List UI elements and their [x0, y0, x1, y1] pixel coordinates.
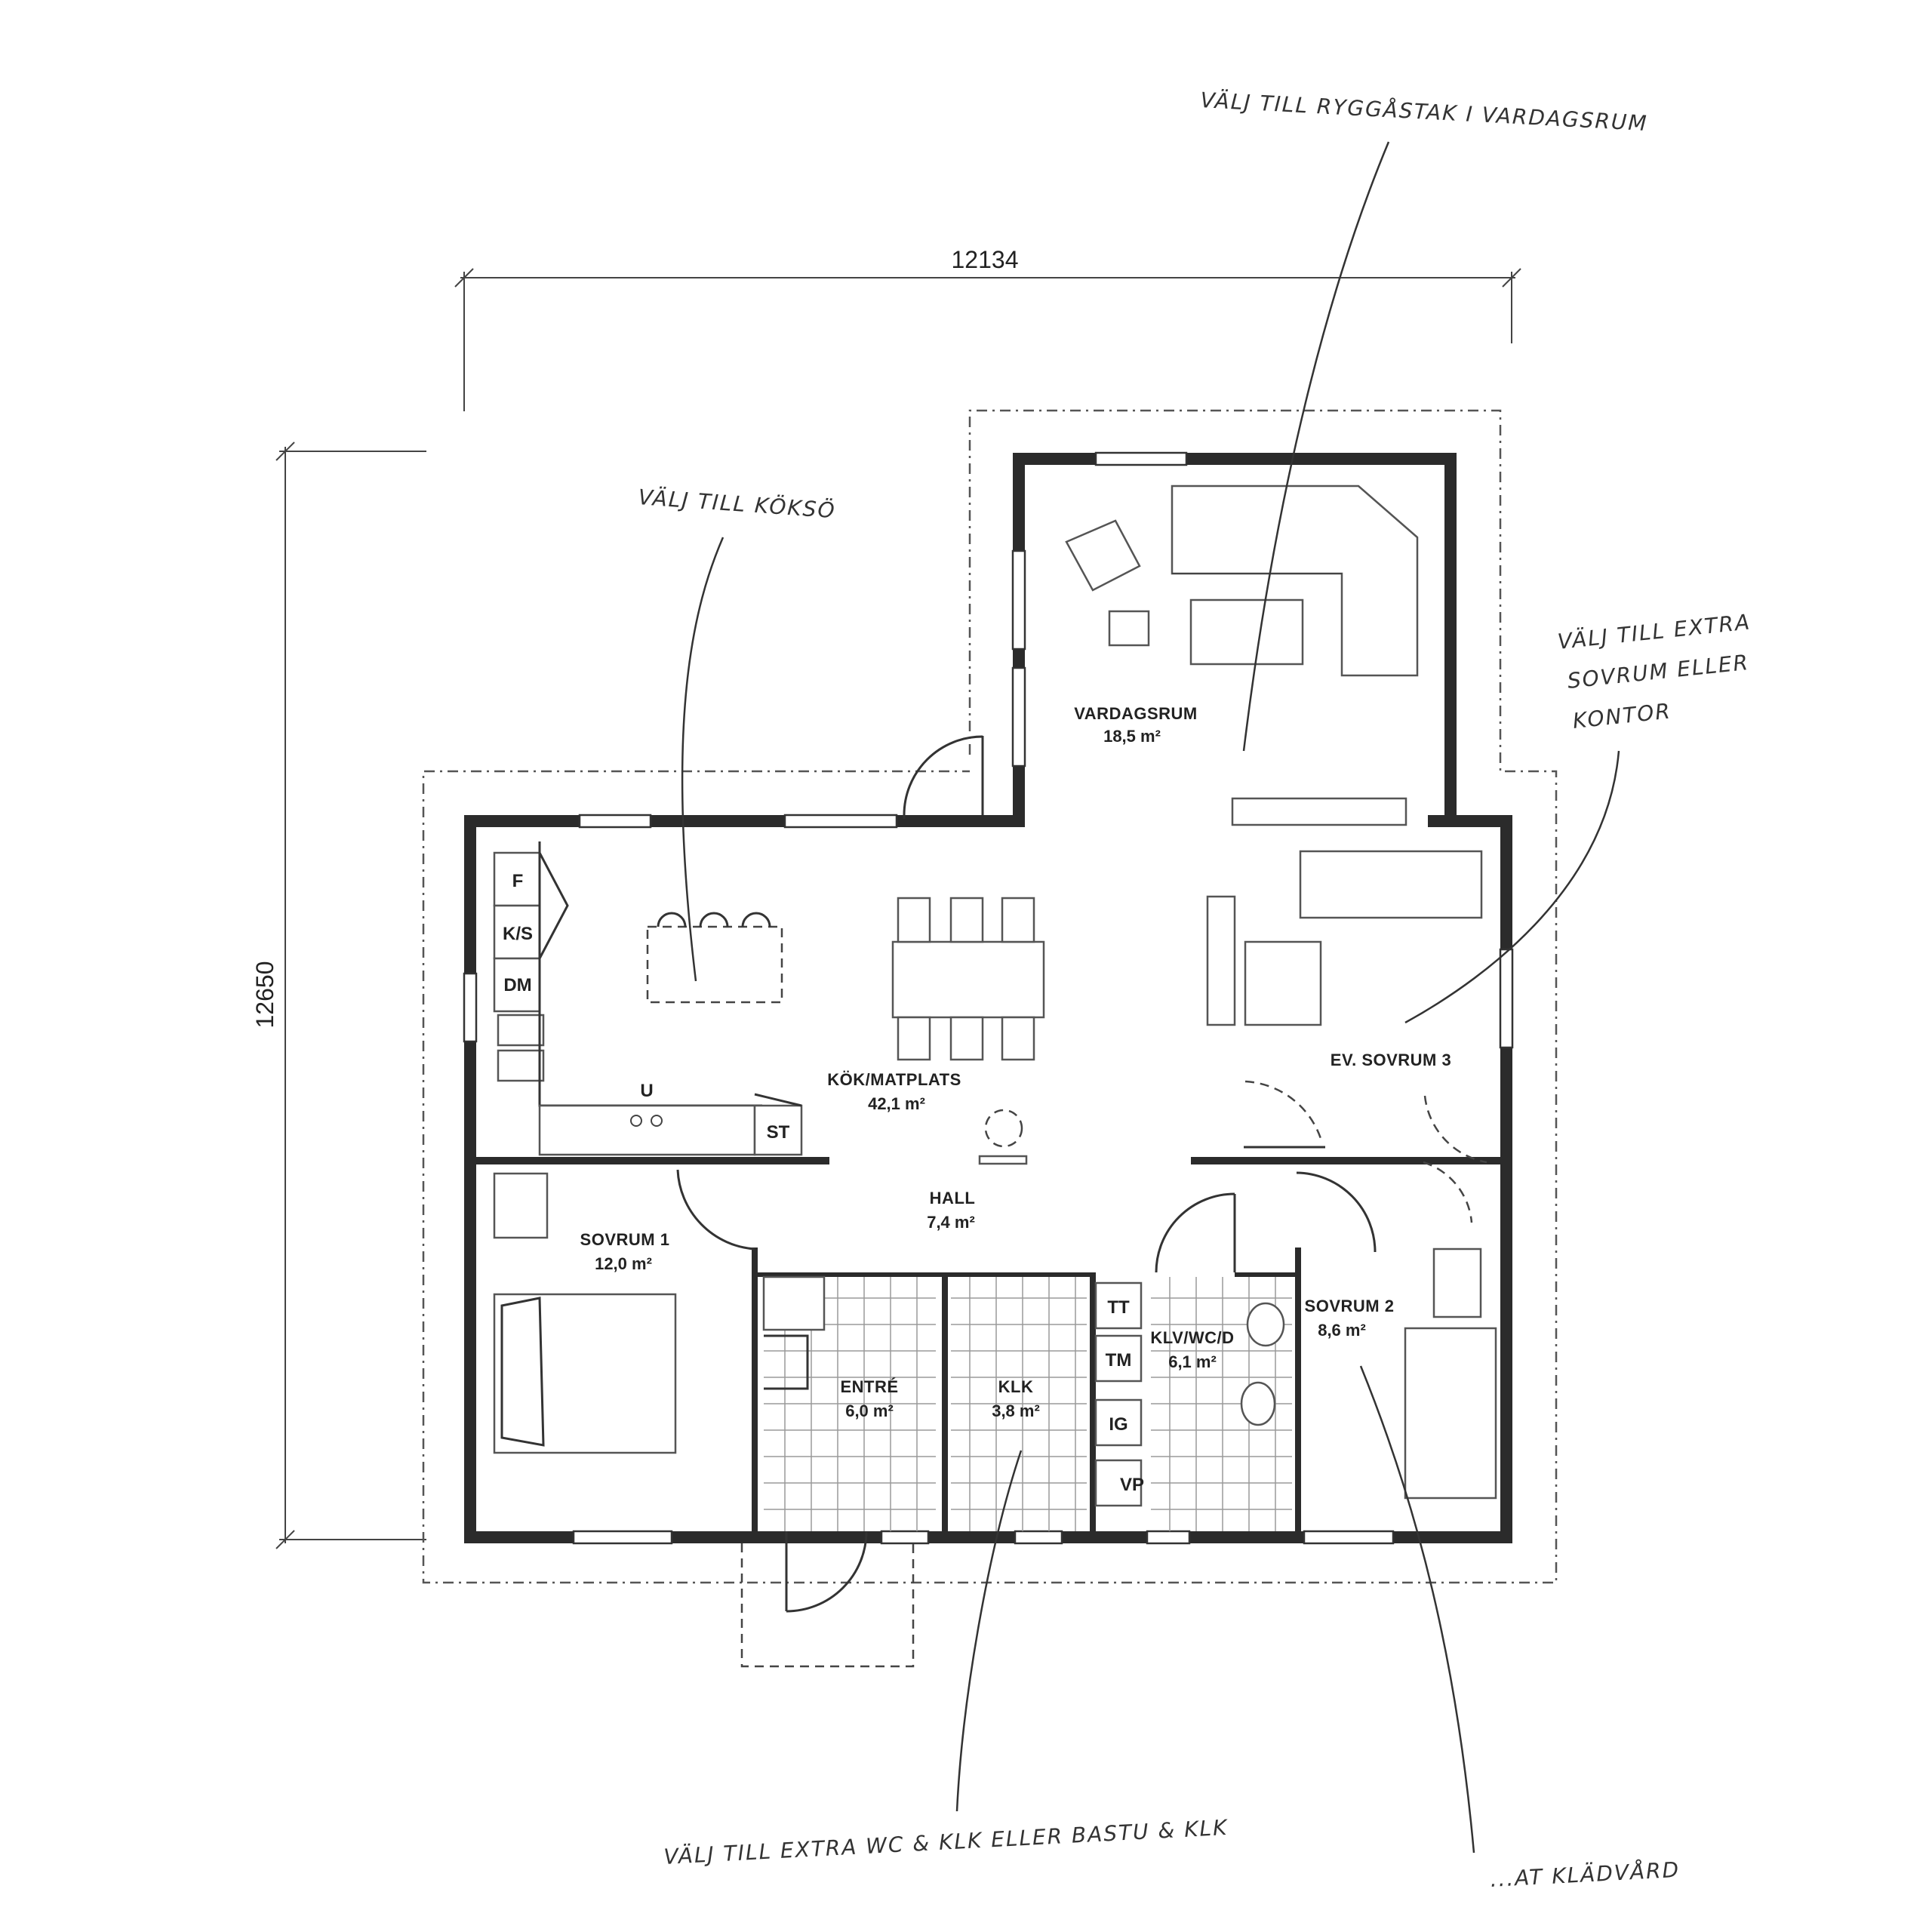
- note-ryggastak: VÄLJ TILL RYGGÅSTAK I VARDAGSRUM: [1200, 87, 1649, 136]
- note-extra-sovrum-2: SOVRUM ELLER: [1566, 650, 1750, 694]
- room-labels: VARDAGSRUM 18,5 m² KÖK/MATPLATS 42,1 m² …: [580, 704, 1451, 1420]
- dishwasher-label: DM: [503, 975, 531, 995]
- hall-furniture: [978, 1109, 1028, 1165]
- interior-walls: [476, 1157, 1500, 1531]
- kitchen-cabinets: [493, 841, 803, 1156]
- note-wc-klk: VÄLJ TILL EXTRA WC & KLK ELLER BASTU & K…: [663, 1815, 1229, 1869]
- freezer-label: K/S: [503, 924, 533, 944]
- dining-table: [891, 897, 1045, 1061]
- roof-outline: [422, 409, 1558, 1584]
- living-furniture: [1065, 485, 1419, 826]
- klk-name: KLK: [998, 1377, 1034, 1396]
- klk-area: 3,8 m²: [992, 1401, 1040, 1420]
- annotations: VÄLJ TILL RYGGÅSTAK I VARDAGSRUM VÄLJ TI…: [638, 87, 1752, 1892]
- sovrum1-name: SOVRUM 1: [580, 1230, 670, 1249]
- entrance-porch: [740, 1543, 915, 1668]
- sovrum3-name: EV. SOVRUM 3: [1331, 1051, 1451, 1069]
- bathroom-fixtures: TT TM IG VP: [1094, 1281, 1285, 1507]
- kok-name: KÖK/MATPLATS: [827, 1070, 961, 1089]
- entre-name: ENTRÉ: [840, 1377, 898, 1396]
- tile-entre: [764, 1277, 936, 1531]
- kitchen-labels: F K/S DM U ST: [503, 871, 790, 1143]
- ig-label: IG: [1109, 1414, 1128, 1435]
- storage-label: ST: [767, 1122, 790, 1143]
- doors: [676, 735, 1487, 1613]
- vp-label: VP: [1120, 1475, 1144, 1495]
- sovrum2-area: 8,6 m²: [1318, 1321, 1366, 1340]
- tile-klk: [951, 1277, 1087, 1531]
- sovrum1-area: 12,0 m²: [595, 1254, 652, 1273]
- vardagsrum-name: VARDAGSRUM: [1074, 704, 1197, 723]
- hall-area: 7,4 m²: [927, 1213, 975, 1232]
- windows: [463, 451, 1514, 1545]
- dimension-width: 12134: [454, 246, 1521, 411]
- klv-area: 6,1 m²: [1168, 1352, 1217, 1371]
- note-extra-sovrum-1: VÄLJ TILL EXTRA: [1556, 609, 1752, 654]
- note-kladvard: ...AT KLÄDVÅRD: [1490, 1857, 1681, 1892]
- klv-name: KLV/WC/D: [1150, 1328, 1234, 1347]
- entre-area: 6,0 m²: [845, 1401, 894, 1420]
- dimension-width-label: 12134: [952, 246, 1019, 273]
- note-kokso: VÄLJ TILL KÖKSÖ: [638, 484, 837, 523]
- bedroom3-furniture: [1206, 850, 1483, 1026]
- fridge-label: F: [512, 871, 524, 891]
- dimension-height-label: 12650: [251, 961, 278, 1029]
- bedroom2-furniture: [1404, 1247, 1497, 1500]
- note-extra-sovrum-3: KONTOR: [1571, 698, 1672, 734]
- vardagsrum-area: 18,5 m²: [1103, 727, 1161, 746]
- hall-name: HALL: [930, 1189, 976, 1208]
- bedroom1-furniture: [493, 1172, 677, 1454]
- kok-area: 42,1 m²: [868, 1094, 925, 1113]
- entre-steps: [762, 1275, 826, 1390]
- dimension-height: 12650: [251, 441, 426, 1549]
- washer-label: TM: [1106, 1350, 1132, 1371]
- sovrum2-name: SOVRUM 2: [1305, 1297, 1395, 1315]
- dryer-label: TT: [1107, 1297, 1130, 1318]
- kitchen-island-optional: [646, 912, 783, 1004]
- oven-label: U: [640, 1081, 653, 1101]
